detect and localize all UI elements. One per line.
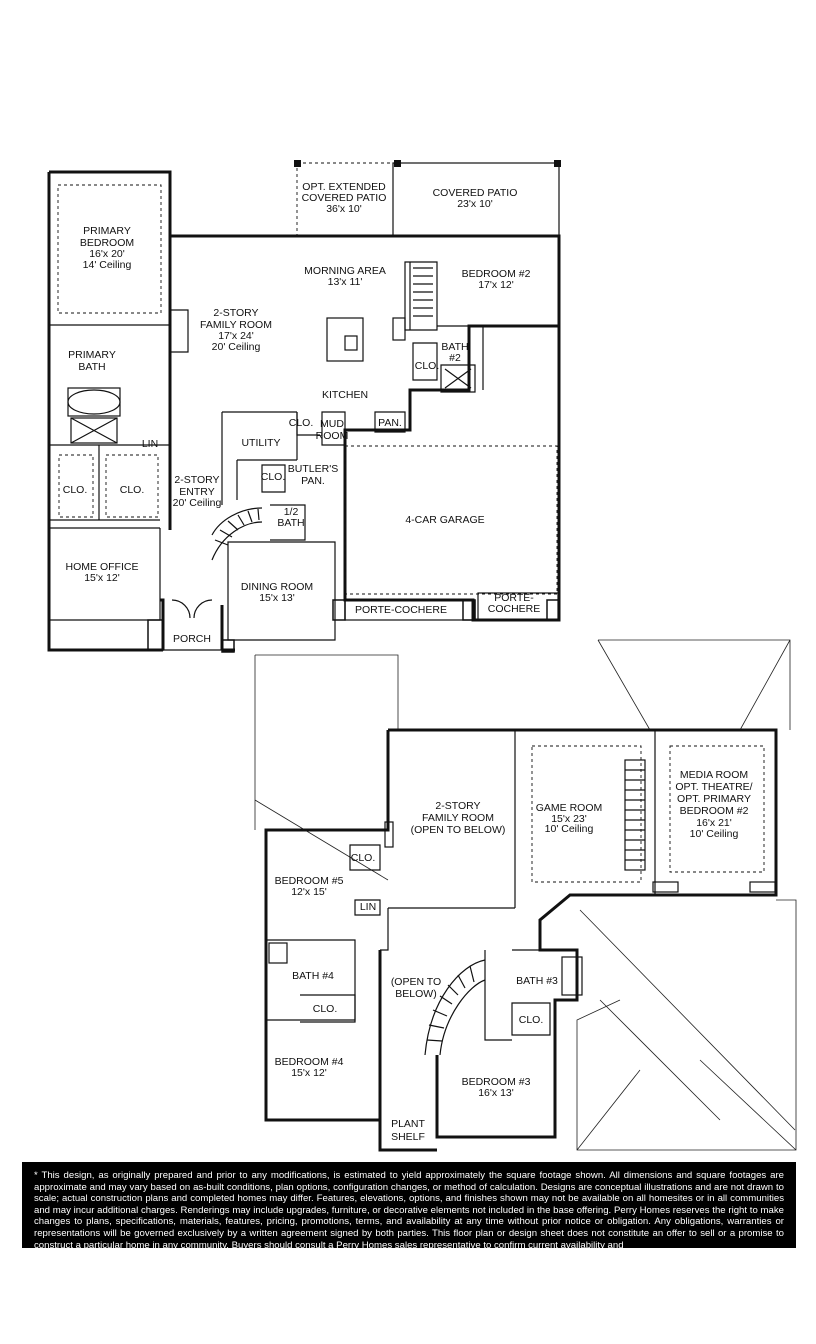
linen-label: LIN — [142, 438, 158, 450]
bath-2-label: BATH#2 — [441, 341, 468, 364]
clo-entry-label: CLO. — [261, 471, 286, 483]
garage-post — [332, 599, 346, 621]
bath-3-label: BATH #3 — [516, 975, 558, 987]
kitchen-label: KITCHEN — [322, 389, 368, 401]
disclaimer-box: * This design, as originally prepared an… — [22, 1162, 796, 1248]
clo-mud-label: CLO. — [289, 417, 314, 429]
clo-b5-label: CLO. — [351, 852, 376, 864]
porch-label: PORCH — [173, 633, 211, 645]
garage-label: 4-CAR GARAGE — [405, 514, 484, 526]
clo-left-label: CLO. — [63, 484, 88, 496]
porch-post — [221, 639, 235, 653]
patio-post — [394, 160, 401, 167]
clo-b4-label: CLO. — [313, 1003, 338, 1015]
clo-right-label: CLO. — [120, 484, 145, 496]
pantry-label: PAN. — [378, 417, 402, 429]
utility-label: UTILITY — [241, 437, 280, 449]
clo-b3-label: CLO. — [519, 1014, 544, 1026]
porch-post — [147, 619, 164, 651]
porte-cochere-label-1: PORTE-COCHERE — [355, 604, 447, 616]
bath-4-label: BATH #4 — [292, 970, 334, 982]
garage-post — [546, 599, 560, 621]
porte-cochere-label-2: PORTE-COCHERE — [488, 592, 541, 615]
patio-post — [554, 160, 561, 167]
clo-kitchen-label: CLO. — [415, 360, 440, 372]
patio-post — [294, 160, 301, 167]
sf-linen-label: LIN — [360, 901, 376, 913]
disclaimer-text: * This design, as originally prepared an… — [34, 1170, 784, 1248]
garage-post — [462, 599, 476, 621]
